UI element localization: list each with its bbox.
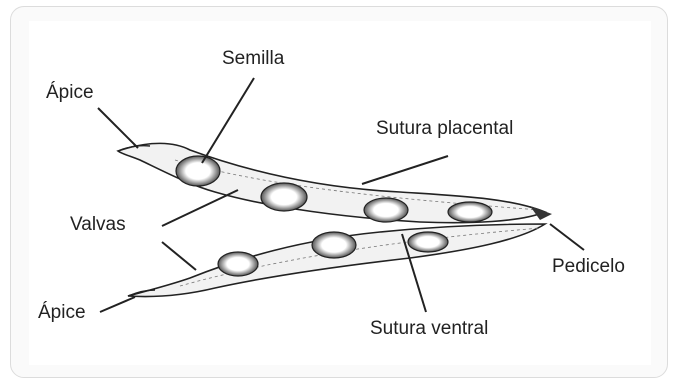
upper-pod <box>118 143 552 222</box>
pedicel-label: Pedicelo <box>552 256 625 277</box>
apex-top-leader-line <box>98 108 138 148</box>
seed <box>176 156 220 186</box>
pedicel-leader-line <box>550 224 584 250</box>
ventral-suture-label: Sutura ventral <box>370 318 488 339</box>
placental-suture-label: Sutura placental <box>376 118 513 139</box>
seed <box>408 232 448 252</box>
seed-leader-line <box>202 78 254 163</box>
seed <box>261 183 307 211</box>
placental-suture-leader-line <box>362 156 448 184</box>
lower-pod <box>128 224 545 297</box>
apex-top-label: Ápice <box>46 82 94 103</box>
valves-lower-leader-line <box>162 242 196 270</box>
apex-bottom-label: Ápice <box>38 302 86 323</box>
seed <box>364 198 408 222</box>
seed-label: Semilla <box>222 48 285 69</box>
seed <box>448 202 492 222</box>
valves-upper-leader-line <box>162 190 238 226</box>
seed <box>312 232 356 258</box>
valves-label: Valvas <box>70 214 126 235</box>
apex-bottom-leader-line <box>100 297 135 312</box>
seed <box>218 252 258 276</box>
